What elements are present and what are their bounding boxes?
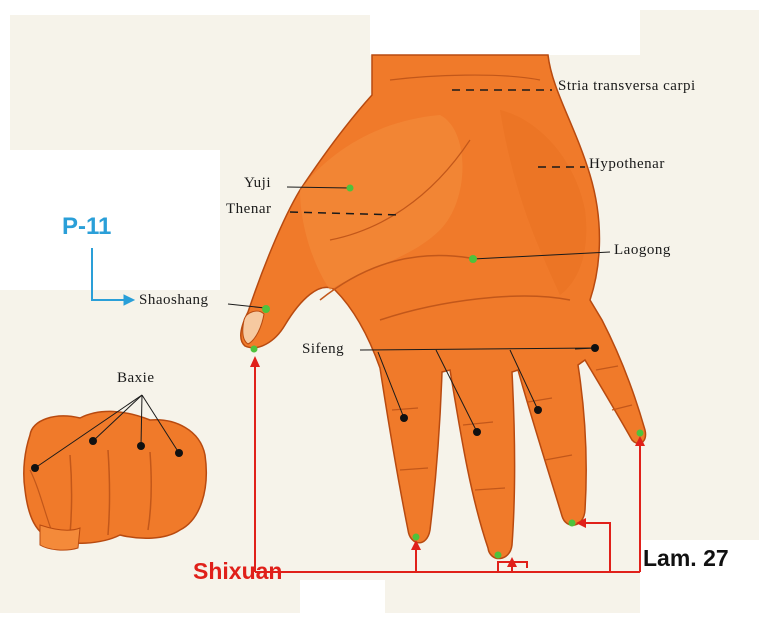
point-baxie-2 [89, 437, 97, 445]
point-sifeng-3 [534, 406, 542, 414]
label-sifeng: Sifeng [302, 341, 344, 358]
label-hypothenar: Hypothenar [589, 156, 665, 173]
label-shixuan: Shixuan [193, 558, 282, 585]
point-laogong [469, 255, 477, 263]
label-p11: P-11 [62, 213, 111, 241]
label-yuji: Yuji [244, 175, 271, 192]
point-shixuan-ring [569, 520, 576, 527]
label-thenar: Thenar [226, 201, 271, 218]
point-shaoshang [262, 305, 270, 313]
fist-illustration [24, 411, 206, 550]
point-sifeng-2 [473, 428, 481, 436]
point-baxie-1 [31, 464, 39, 472]
label-laogong: Laogong [614, 242, 671, 259]
point-baxie-3 [137, 442, 145, 450]
point-sifeng-4 [591, 344, 599, 352]
point-shixuan-little [637, 430, 644, 437]
label-plate: Lam. 27 [643, 545, 729, 572]
label-shaoshang: Shaoshang [139, 292, 209, 309]
point-baxie-4 [175, 449, 183, 457]
label-stria: Stria transversa carpi [558, 78, 696, 95]
point-sifeng-1 [400, 414, 408, 422]
point-shixuan-index [413, 534, 420, 541]
point-shixuan-middle [495, 552, 502, 559]
point-shixuan-thumb [251, 346, 258, 353]
point-yuji [347, 185, 354, 192]
label-baxie: Baxie [117, 370, 155, 387]
